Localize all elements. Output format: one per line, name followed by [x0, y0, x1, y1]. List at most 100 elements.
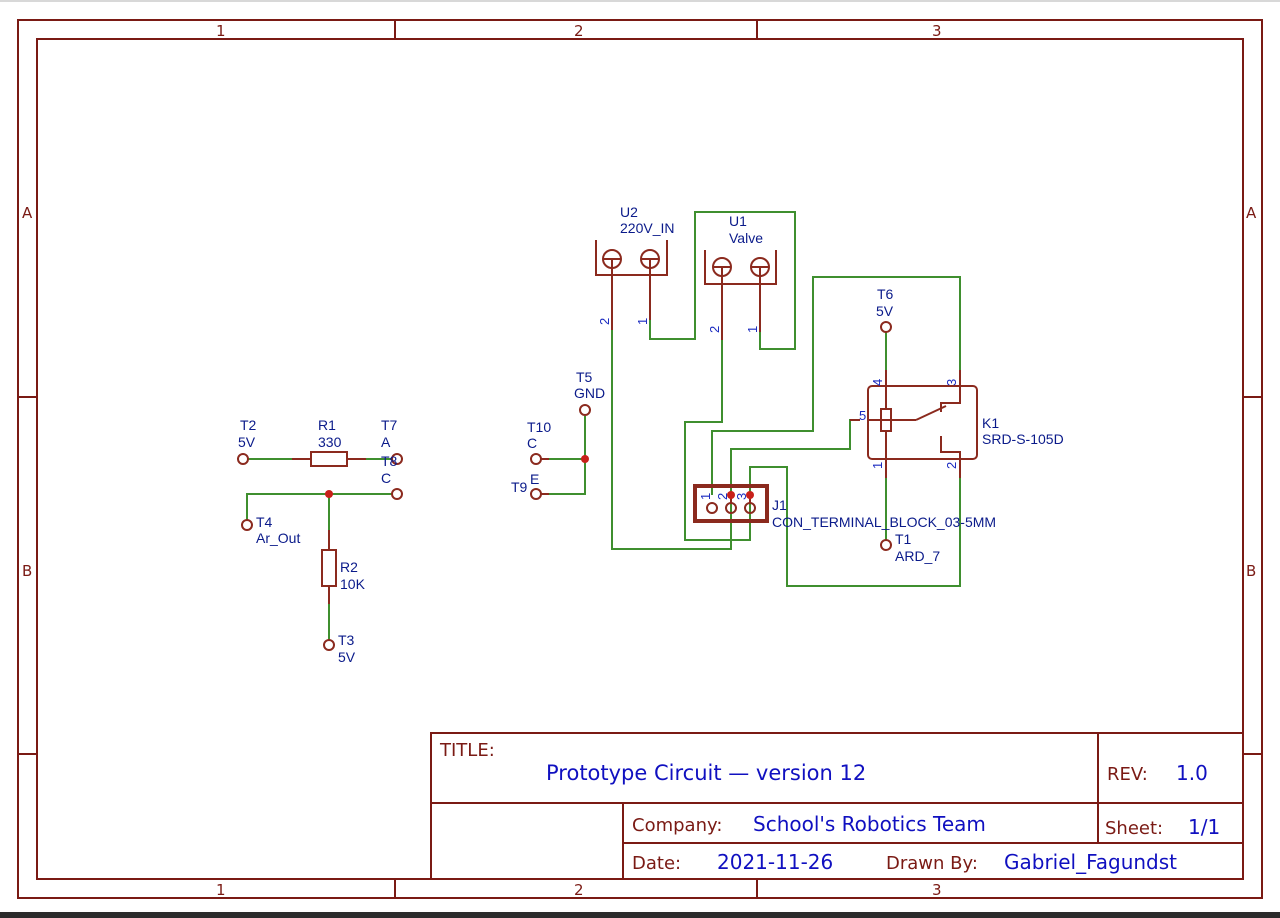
- wire[interactable]: [649, 211, 796, 350]
- component-t1[interactable]: T1 ARD_7: [880, 531, 940, 564]
- k1-pin-label: 5: [859, 408, 866, 423]
- t6-ref: T6: [877, 286, 894, 302]
- wire[interactable]: [684, 340, 751, 541]
- component-u2[interactable]: U2 220V_IN 2 1: [595, 204, 674, 330]
- component-t2[interactable]: T2 5V: [237, 417, 257, 465]
- u2-ref: U2: [620, 204, 638, 220]
- t9-value: E: [530, 471, 539, 487]
- t9-test-point: [530, 488, 542, 500]
- component-t8[interactable]: T8 C: [381, 453, 403, 500]
- t3-value: 5V: [338, 649, 356, 665]
- frame-col-label-bottom: 2: [574, 881, 584, 899]
- t3-ref: T3: [338, 632, 355, 648]
- j1-terminal: [706, 502, 718, 514]
- drawing-frame: 1 2 3 1 2 3 A B A B: [17, 19, 1263, 899]
- j1-ref: J1: [772, 497, 787, 513]
- component-t7[interactable]: T7 A: [381, 417, 403, 465]
- t5-test-point: [579, 404, 591, 416]
- t2-test-point: [237, 453, 249, 465]
- frame-col-label-top: 1: [216, 22, 226, 40]
- component-r1[interactable]: R1 330: [292, 417, 366, 467]
- component-t3[interactable]: T3 5V: [323, 632, 356, 665]
- frame-row-label-right: A: [1246, 204, 1257, 222]
- t5-ref: T5: [576, 369, 593, 385]
- t1-value: ARD_7: [895, 548, 940, 564]
- t4-value: Ar_Out: [256, 530, 300, 546]
- u2-pin-label: 1: [635, 318, 650, 325]
- t10-test-point: [530, 453, 542, 465]
- u1-body: [704, 250, 777, 285]
- t7-ref: T7: [381, 417, 398, 433]
- drawn-by-value: Gabriel_Fagundst: [1004, 850, 1177, 874]
- component-k1[interactable]: 4 3 5 1 2 K1 SRD-S-105D: [850, 370, 1064, 478]
- u1-value: Valve: [729, 230, 763, 246]
- wire[interactable]: [246, 493, 392, 520]
- component-t4[interactable]: T4 Ar_Out: [241, 514, 300, 546]
- u1-pin-label: 1: [745, 326, 760, 333]
- frame-col-label-top: 3: [932, 22, 942, 40]
- t8-ref: T8: [381, 453, 398, 469]
- t7-value: A: [381, 434, 391, 450]
- t1-ref: T1: [895, 531, 912, 547]
- frame-row-label-right: B: [1246, 562, 1256, 580]
- t6-test-point: [880, 321, 892, 333]
- component-t10[interactable]: T10 C: [527, 419, 551, 465]
- title-block-border: [430, 732, 1244, 880]
- junction-dot: [727, 491, 735, 499]
- t6-value: 5V: [876, 303, 894, 319]
- window-top-edge: [0, 0, 1280, 2]
- t4-test-point: [241, 519, 253, 531]
- k1-value: SRD-S-105D: [982, 431, 1064, 447]
- t8-value: C: [381, 470, 391, 486]
- component-t9[interactable]: T9 E: [511, 471, 549, 500]
- rev-label: REV:: [1107, 764, 1148, 785]
- junction-dot: [325, 490, 333, 498]
- j1-pin-label: 2: [715, 493, 730, 500]
- t7-test-point: [391, 453, 403, 465]
- t8-test-point: [391, 488, 403, 500]
- t3-test-point: [323, 639, 335, 651]
- wire[interactable]: [711, 276, 961, 495]
- component-t5[interactable]: T5 GND: [574, 369, 605, 416]
- k1-ref: K1: [982, 415, 999, 431]
- k1-body: [867, 385, 978, 460]
- sheet-value: 1/1: [1188, 815, 1220, 839]
- t10-value: C: [527, 435, 537, 451]
- component-r2[interactable]: R2 10K: [321, 530, 366, 604]
- company-label: Company:: [632, 815, 722, 836]
- t2-ref: T2: [240, 417, 257, 433]
- frame-inner-border: [36, 38, 1244, 880]
- t4-ref: T4: [256, 514, 273, 530]
- k1-pin-label: 4: [870, 379, 885, 386]
- r2-value: 10K: [340, 576, 366, 592]
- component-j1[interactable]: 1 2 3 J1 CON_TERMINAL_BLOCK_03-5MM: [693, 484, 996, 530]
- u2-pin-label: 2: [597, 318, 612, 325]
- title-value: Prototype Circuit — version 12: [546, 761, 866, 785]
- frame-row-label-left: A: [22, 204, 33, 222]
- r2-ref: R2: [340, 559, 358, 575]
- component-t6[interactable]: T6 5V: [876, 286, 894, 333]
- wire[interactable]: [611, 330, 732, 550]
- u2-value: 220V_IN: [620, 220, 674, 236]
- company-value: School's Robotics Team: [753, 812, 986, 836]
- wire[interactable]: [749, 466, 961, 587]
- k1-pin-label: 3: [944, 379, 959, 386]
- wire[interactable]: [545, 416, 586, 495]
- sheet-label: Sheet:: [1105, 818, 1163, 839]
- junction-dot: [746, 491, 754, 499]
- frame-row-label-left: B: [22, 562, 32, 580]
- t1-test-point: [880, 539, 892, 551]
- junction-dot: [581, 455, 589, 463]
- drawn-by-label: Drawn By:: [886, 853, 978, 874]
- window-bottom-edge: [0, 912, 1280, 918]
- frame-col-label-bottom: 3: [932, 881, 942, 899]
- component-u1[interactable]: U1 Valve 2 1: [704, 213, 777, 340]
- r2-body: [321, 549, 337, 587]
- r1-value: 330: [318, 434, 342, 450]
- t10-ref: T10: [527, 419, 551, 435]
- u2-body: [595, 240, 668, 276]
- nets: [246, 211, 961, 640]
- j1-pin-label: 3: [734, 493, 749, 500]
- title-label: TITLE:: [439, 740, 495, 761]
